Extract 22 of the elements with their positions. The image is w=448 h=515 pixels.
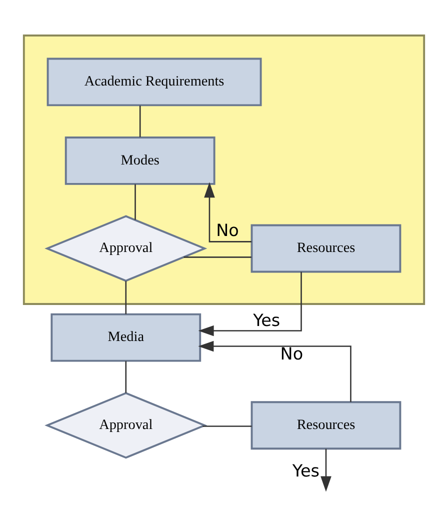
connector — [134, 184, 136, 220]
arrow — [198, 340, 352, 402]
arrow — [320, 448, 332, 492]
connector — [125, 280, 127, 314]
connector — [184, 256, 252, 258]
edge-label: Yes — [292, 460, 320, 480]
connector — [202, 425, 252, 426]
node-diamond: Approval — [44, 392, 208, 458]
node-box: Modes — [64, 136, 216, 184]
edge-label: No — [280, 343, 304, 364]
connector — [139, 105, 141, 137]
node-diamond: Approval — [44, 214, 208, 282]
cluster — [22, 34, 426, 304]
edge-label: Yes — [253, 310, 280, 330]
connector — [125, 360, 127, 392]
node-box: Resources — [250, 400, 402, 450]
edge-label: No — [216, 219, 239, 240]
node-box: Resources — [250, 224, 402, 272]
node-box: Academic Requirements — [46, 57, 262, 106]
node-box: Media — [50, 312, 202, 362]
arrow — [204, 182, 252, 242]
arrow — [198, 271, 302, 336]
